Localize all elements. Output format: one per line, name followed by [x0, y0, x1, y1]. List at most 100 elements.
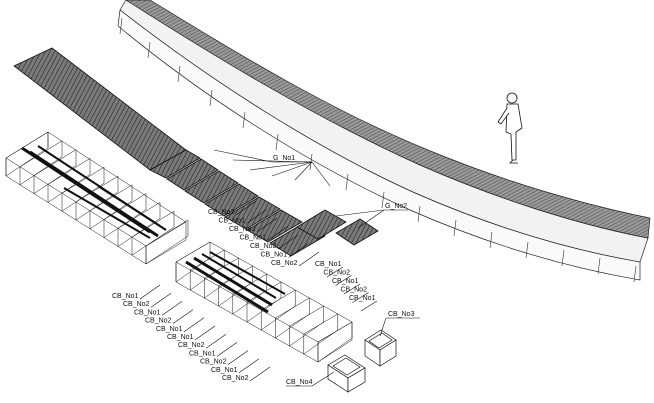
- left-cage-rib-4: [61, 166, 105, 212]
- label-cb-upper-1: CB_No1: [219, 218, 246, 225]
- label-cb-left-leader-2: [161, 301, 183, 316]
- label-cb-right-4: CB_No1: [349, 295, 376, 302]
- bridge-joint-4: [242, 111, 246, 129]
- right-cage-rib-5: [246, 281, 282, 323]
- bridge-joint-10: [453, 219, 457, 237]
- label-cb-upper-3: CB_No1: [240, 235, 267, 242]
- bridge-segment-lines: [119, 17, 637, 283]
- bridge-joint-13: [561, 249, 565, 267]
- human-figure: [497, 92, 523, 164]
- label-cb-upper-leader-6: [298, 251, 320, 267]
- label-cb-upper-leader-5: [288, 243, 309, 258]
- label-cb-right-leader-3: [352, 292, 369, 303]
- label-cb-left-6: CB_No2: [178, 342, 205, 349]
- cable-box-no3: [364, 329, 397, 367]
- label-g-no2: G_No2: [385, 203, 407, 210]
- label-cb-right-3: CB_No2: [341, 287, 368, 294]
- label-cb-left-leader-8: [227, 350, 249, 365]
- label-cb-left-8: CB_No2: [200, 359, 227, 366]
- label-cb-right-leader-4: [360, 300, 378, 312]
- label-cb-upper-leader-2: [256, 217, 278, 233]
- right-cage-rib-10: [317, 321, 353, 363]
- cable-box-cage-right: [175, 241, 353, 363]
- bridge-joint-12: [525, 241, 529, 259]
- label-cb-upper-leader-3: [267, 226, 288, 241]
- label-cb-right-0: CB_No1: [315, 261, 342, 268]
- label-g-no1: G_No1: [273, 155, 295, 162]
- right-cage-rib-6: [260, 289, 296, 331]
- bridge-joint-3: [209, 89, 213, 107]
- left-cage-rib-0: [5, 131, 49, 177]
- bridge-joint-14: [597, 257, 601, 275]
- label-cb-left-leader-4: [183, 317, 205, 333]
- annotation-labels: G_No1 G_No2 CB_No3 CB_No4: [273, 155, 415, 386]
- label-cb-left-leader-5: [194, 325, 216, 341]
- right-cage-rib-0: [175, 241, 211, 283]
- left-cage-rib-8: [117, 201, 161, 247]
- bridge-joint-15: [633, 265, 637, 283]
- label-cb-right-leader-0: [326, 266, 344, 278]
- bridge-joint-0: [119, 17, 123, 35]
- left-cage-rib-5: [75, 175, 119, 221]
- label-cb-left-9: CB_No1: [211, 367, 238, 374]
- cable-box-labels: CB_No1CB_No2CB_No1CB_No2CB_No1CB_No1CB_N…: [112, 209, 376, 382]
- label-cb-no3: CB_No3: [388, 311, 415, 318]
- right-cage-rib-3: [218, 265, 253, 307]
- label-cb-upper-0: CB_No2: [208, 209, 235, 216]
- label-cb-left-leader-7: [216, 342, 238, 357]
- left-cage-rib-10: [145, 219, 189, 265]
- label-cb-left-0: CB_No1: [112, 293, 139, 300]
- bridge-joint-7: [345, 173, 349, 191]
- label-cb-left-1: CB_No2: [123, 301, 150, 308]
- left-cage-rib-3: [47, 157, 91, 203]
- label-cb-left-4: CB_No1: [156, 326, 183, 333]
- bridge-joint-11: [489, 231, 493, 249]
- cable-box-no4: [327, 354, 366, 393]
- label-cb-upper-leader-4: [277, 234, 299, 250]
- label-cb-left-leader-6: [205, 333, 227, 349]
- grating-panels: [13, 47, 379, 257]
- label-cb-right-leader-1: [335, 275, 352, 286]
- left-cage-rib-1: [19, 140, 63, 186]
- right-cage-rib-9: [303, 313, 339, 355]
- label-cb-left-7: CB_No1: [189, 350, 216, 357]
- leader-lines: [139, 149, 420, 387]
- right-cage-rib-1: [189, 249, 225, 291]
- label-cb-left-leader-0: [139, 284, 161, 300]
- label-cb-right-1: CB_No2: [324, 270, 351, 277]
- right-cage-rib-4: [232, 273, 268, 315]
- label-cb-left-leader-10: [249, 366, 271, 382]
- bridge-joint-2: [177, 65, 181, 83]
- bridge-joint-8: [381, 191, 385, 209]
- left-cage-rib-6: [89, 184, 133, 230]
- label-cb-right-2: CB_No1: [332, 278, 359, 285]
- label-cb-left-10: CB_No2: [222, 375, 249, 382]
- bridge-deck: [117, 0, 651, 283]
- left-cage-rib-9: [131, 210, 175, 256]
- label-cb-right-leader-2: [343, 283, 361, 295]
- bridge-joint-5: [275, 133, 279, 151]
- label-cb-upper-5: CB_No1: [261, 252, 288, 259]
- label-cb-upper-2: CB_No2: [229, 226, 256, 233]
- label-cb-left-leader-3: [172, 309, 194, 324]
- label-cb-left-3: CB_No2: [145, 318, 172, 325]
- right-cage-rib-7: [275, 297, 310, 339]
- label-cb-left-leader-1: [150, 292, 172, 308]
- label-cb-no4: CB_No4: [286, 379, 313, 386]
- bridge-joint-9: [417, 205, 421, 223]
- label-cb-upper-leader-1: [246, 209, 267, 224]
- right-cage-rib-2: [204, 257, 239, 299]
- label-cb-upper-6: CB_No2: [271, 260, 298, 267]
- label-cb-upper-4: CB_No2: [250, 243, 277, 250]
- left-cage-rib-7: [103, 193, 147, 239]
- label-cb-upper-leader-0: [235, 200, 257, 216]
- left-cage-rib-2: [33, 149, 77, 195]
- label-cb-left-leader-9: [238, 358, 260, 374]
- cable-box-cage-left: [5, 131, 189, 265]
- label-cb-left-2: CB_No1: [134, 309, 161, 316]
- label-cb-left-5: CB_No1: [167, 334, 194, 341]
- bridge-joint-1: [147, 41, 151, 59]
- right-cage-rib-8: [289, 305, 324, 347]
